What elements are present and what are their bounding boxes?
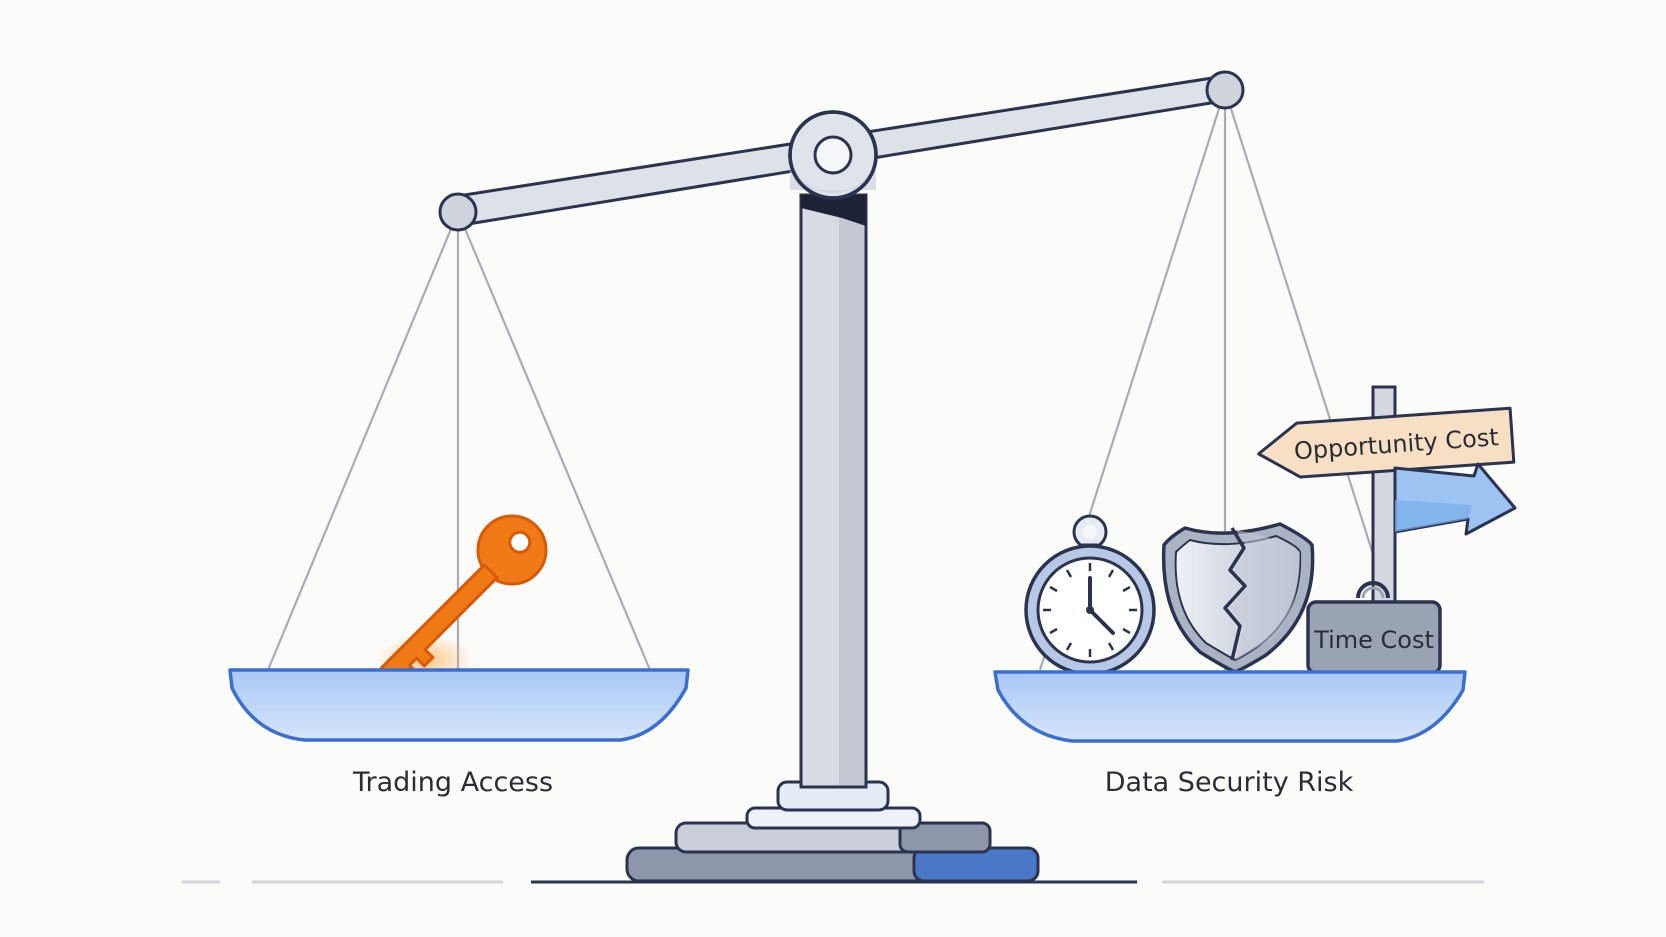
left-pan-label: Trading Access bbox=[352, 767, 553, 798]
beam-right-knob bbox=[1205, 70, 1245, 110]
left-pan bbox=[228, 668, 690, 742]
weight-icon: Time Cost bbox=[1306, 581, 1442, 675]
signpost-icon: Opportunity Cost bbox=[1257, 406, 1516, 479]
right-pan-label: Data Security Risk bbox=[1105, 767, 1354, 798]
direction-arrow-sign bbox=[1393, 462, 1517, 536]
cracked-shield-icon bbox=[1161, 522, 1315, 674]
right-pan bbox=[993, 670, 1467, 743]
scale-pillar bbox=[799, 193, 868, 789]
time-cost-label: Time Cost bbox=[1313, 626, 1434, 654]
pivot-hub bbox=[788, 110, 878, 200]
stopwatch-icon bbox=[1024, 514, 1156, 676]
scale-base bbox=[625, 780, 1040, 883]
beam-left-knob bbox=[438, 192, 478, 232]
